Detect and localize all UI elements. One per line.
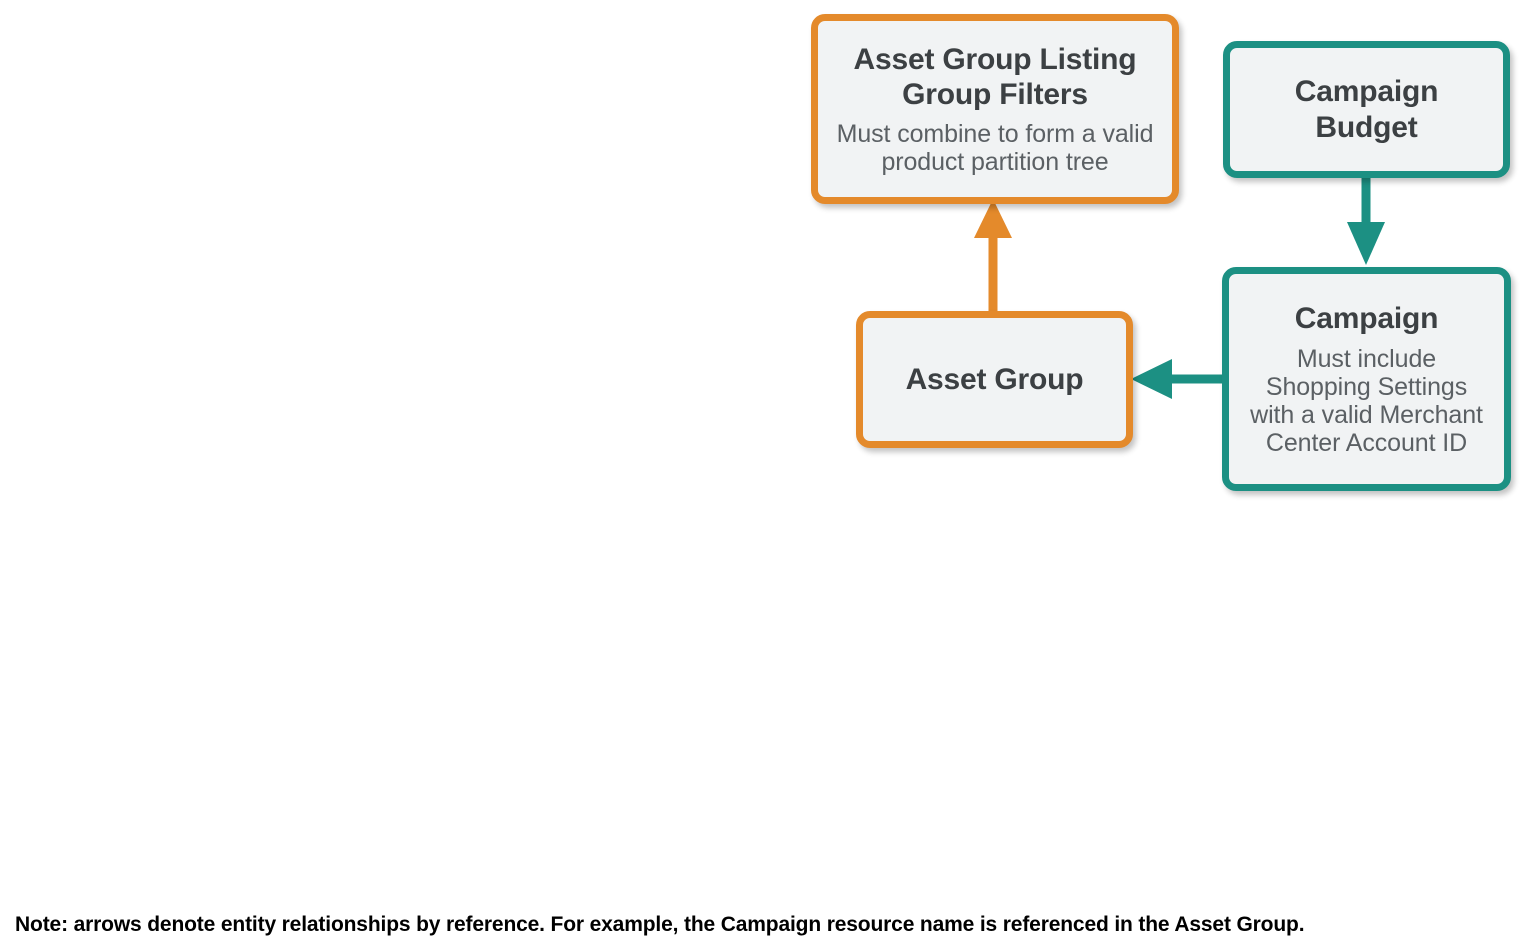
arrow-campaign-budget-to-campaign bbox=[1347, 174, 1385, 265]
arrow-head-up-orange bbox=[974, 199, 1012, 238]
arrow-head-left-teal bbox=[1131, 359, 1172, 399]
node-subtitle: Must include Shopping Settings with a va… bbox=[1250, 344, 1483, 457]
node-campaign-budget[interactable]: Campaign Budget bbox=[1223, 41, 1510, 178]
node-subtitle: Must combine to form a valid product par… bbox=[836, 120, 1154, 177]
node-asset-group[interactable]: Asset Group bbox=[856, 311, 1133, 448]
node-title: Asset Group bbox=[905, 362, 1084, 396]
node-asset-group-listing-group-filters[interactable]: Asset Group Listing Group Filters Must c… bbox=[811, 14, 1179, 204]
arrow-asset-group-to-listing-group-filters bbox=[974, 199, 1012, 315]
node-title: Asset Group Listing Group Filters bbox=[853, 42, 1137, 111]
node-campaign[interactable]: Campaign Must include Shopping Settings … bbox=[1222, 267, 1511, 491]
node-title: Campaign bbox=[1294, 302, 1439, 336]
diagram-note: Note: arrows denote entity relationships… bbox=[15, 913, 1305, 936]
arrow-campaign-to-asset-group bbox=[1131, 359, 1226, 399]
node-title: Campaign Budget bbox=[1294, 75, 1439, 144]
arrow-head-down-teal bbox=[1347, 222, 1385, 265]
